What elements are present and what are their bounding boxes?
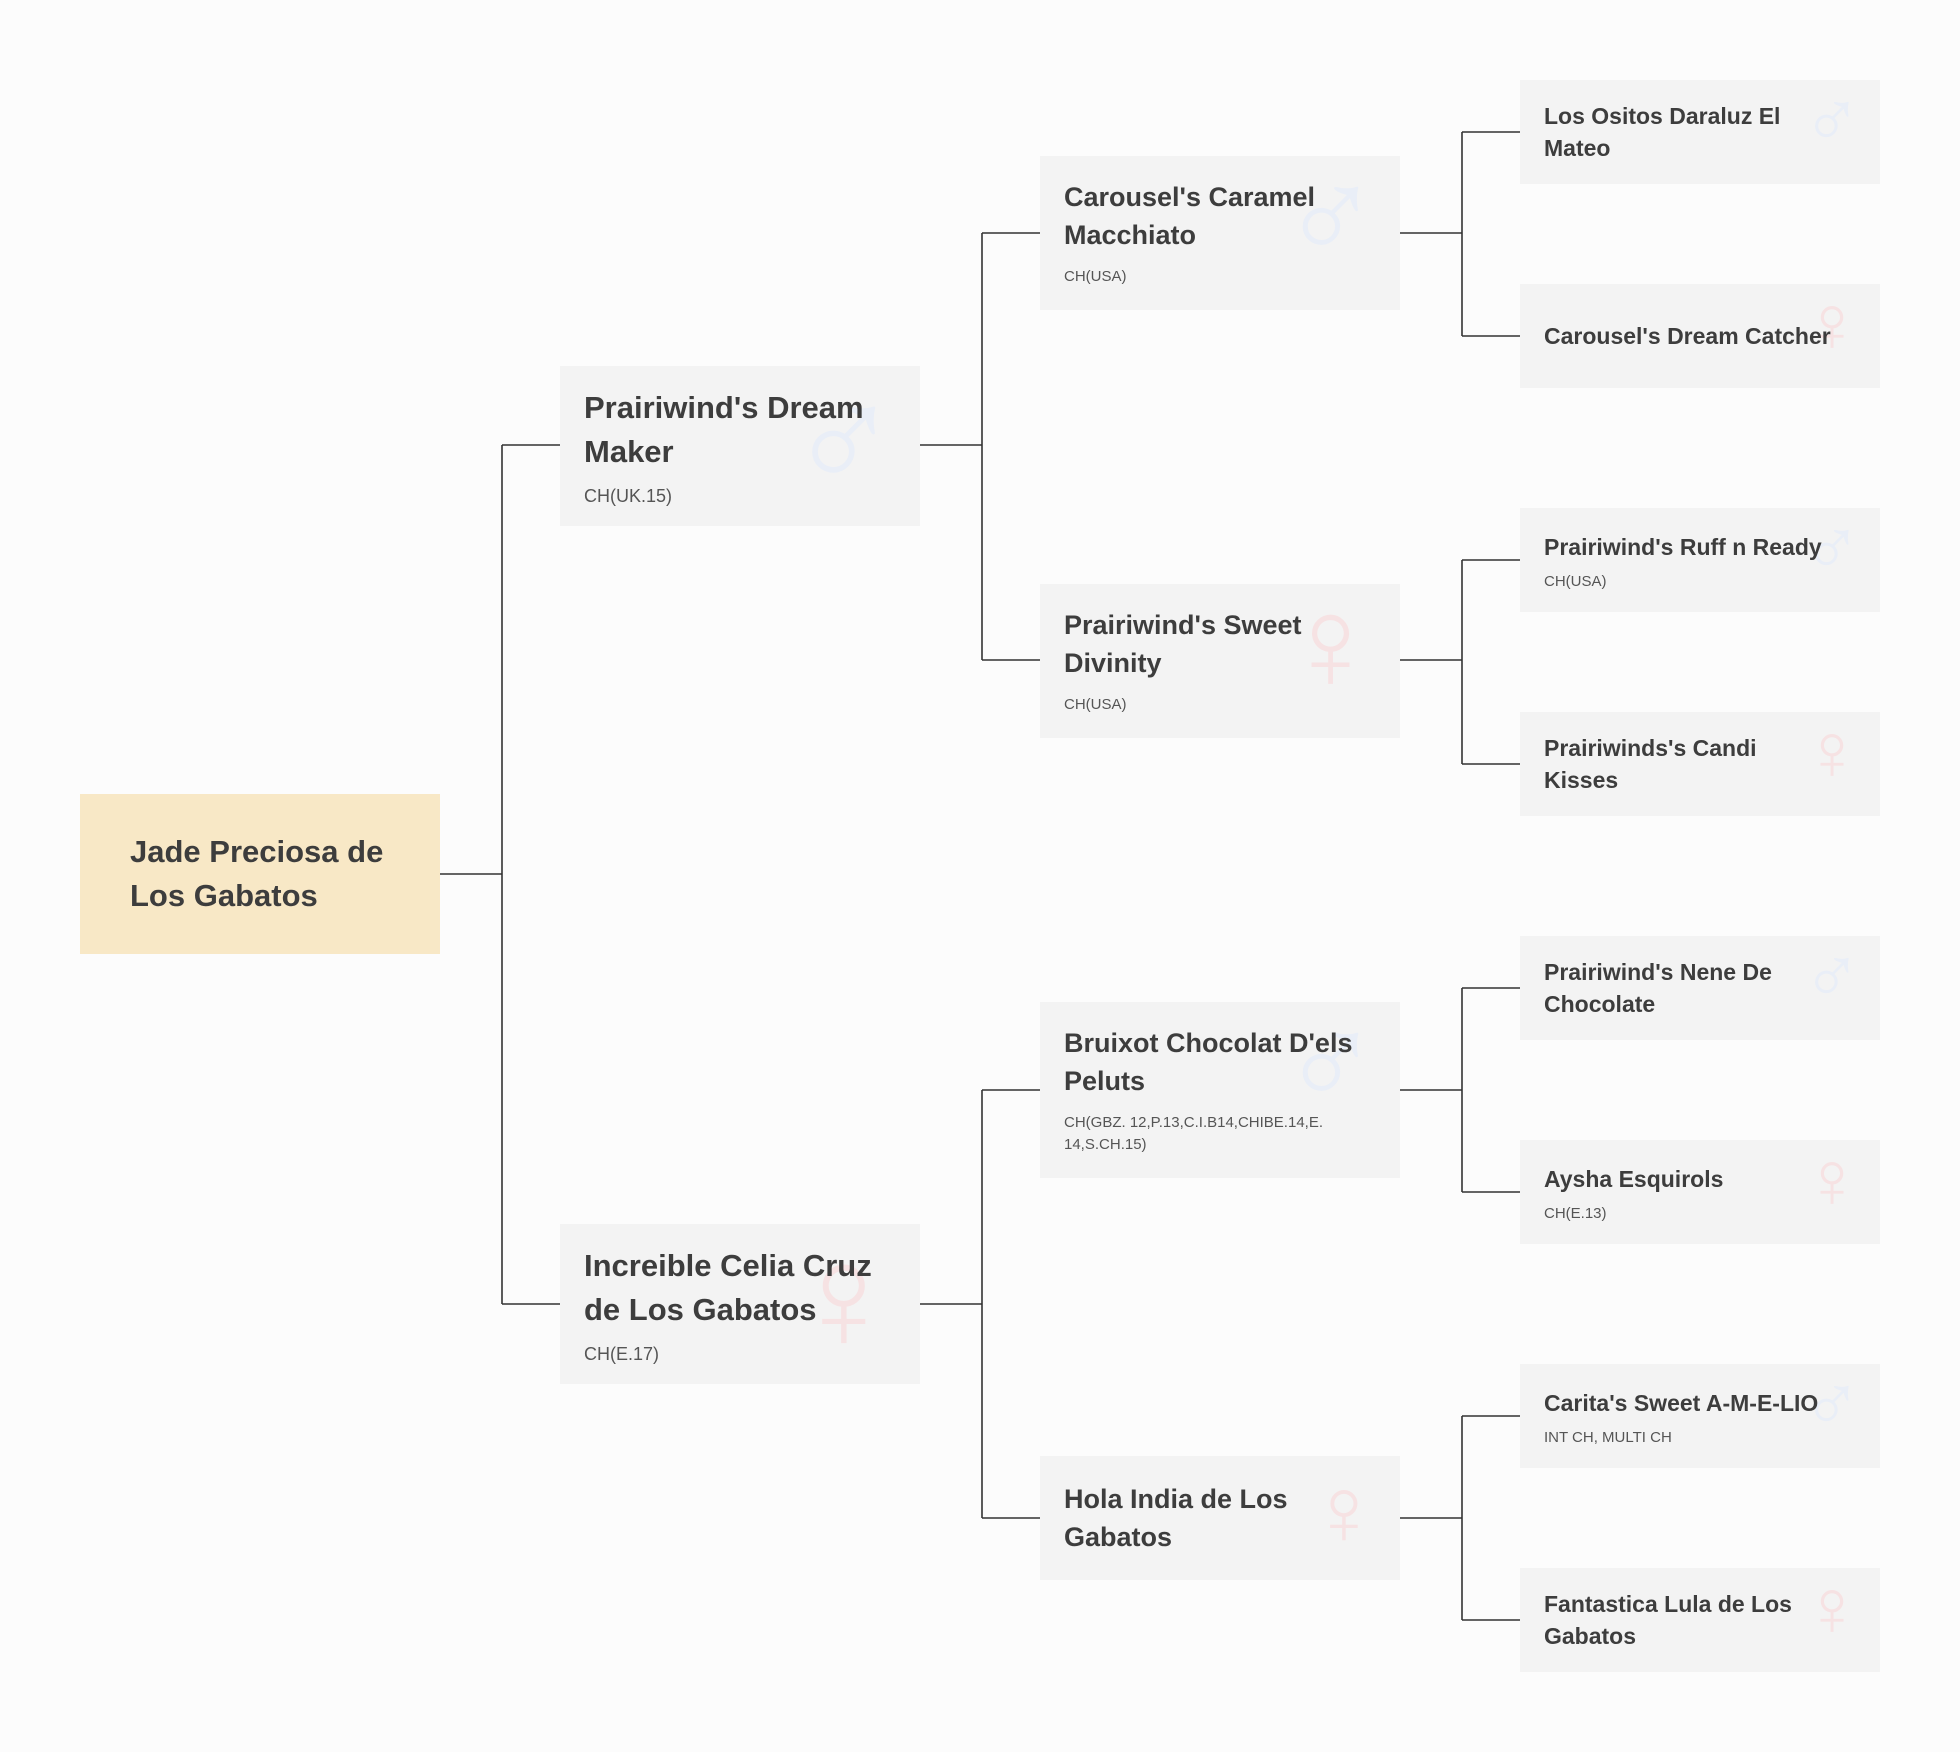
great-grandparent-name: Prairiwinds's Candi Kisses xyxy=(1544,735,1757,793)
male-symbol-icon: ♂ xyxy=(1802,936,1862,1020)
dam-title: CH(E.17) xyxy=(584,1343,660,1364)
great-grandparent-name: Carousel's Dream Catcher xyxy=(1544,323,1831,349)
female-symbol-icon: ♀ xyxy=(1802,284,1862,368)
male-symbol-icon: ♂ xyxy=(1802,508,1862,592)
male-symbol-icon: ♂ xyxy=(1281,156,1380,289)
dam-card: ♀ Increible Celia Cruz de Los Gabatos CH… xyxy=(560,1224,920,1384)
dam-name: Increible Celia Cruz de Los Gabatos xyxy=(584,1247,872,1327)
great-grandparent-card: ♀ Aysha Esquirols CH(E.13) xyxy=(1520,1140,1880,1244)
male-symbol-icon: ♂ xyxy=(1802,1364,1862,1448)
female-symbol-icon: ♀ xyxy=(1281,584,1380,717)
great-grandparent-card: ♂ Carita's Sweet A-M-E-LIO INT CH, MULTI… xyxy=(1520,1364,1880,1468)
great-grandparent-name: Prairiwind's Ruff n Ready xyxy=(1544,533,1822,560)
maternal-grandsire-card: ♂ Bruixot Chocolat D'els Peluts CH(GBZ. … xyxy=(1040,1002,1400,1178)
great-grandparent-card: ♀ Fantastica Lula de Los Gabatos xyxy=(1520,1568,1880,1672)
paternal-grandsire-name: Carousel's Caramel Macchiato xyxy=(1064,182,1316,250)
paternal-granddam-card: ♀ Prairiwind's Sweet Divinity CH(USA) xyxy=(1040,584,1400,738)
paternal-granddam-name: Prairiwind's Sweet Divinity xyxy=(1064,610,1302,678)
male-symbol-icon: ♂ xyxy=(1281,1002,1380,1135)
subject-name: Jade Preciosa de Los Gabatos xyxy=(130,834,384,913)
maternal-grandsire-name: Bruixot Chocolat D'els Peluts xyxy=(1064,1028,1353,1096)
male-symbol-icon: ♂ xyxy=(787,366,901,523)
great-grandparent-card: ♂ Prairiwind's Nene De Chocolate xyxy=(1520,936,1880,1040)
great-grandparent-name: Fantastica Lula de Los Gabatos xyxy=(1544,1591,1792,1649)
great-grandparent-title: CH(USA) xyxy=(1544,572,1607,590)
great-grandparent-card: ♂ Los Ositos Daraluz El Mateo xyxy=(1520,80,1880,184)
female-symbol-icon: ♀ xyxy=(787,1224,901,1381)
female-symbol-icon: ♀ xyxy=(1802,712,1862,796)
female-symbol-icon: ♀ xyxy=(1308,1458,1380,1565)
paternal-granddam-title: CH(USA) xyxy=(1064,696,1127,713)
maternal-granddam-name: Hola India de Los Gabatos xyxy=(1064,1484,1288,1552)
paternal-grandsire-card: ♂ Carousel's Caramel Macchiato CH(USA) xyxy=(1040,156,1400,310)
great-grandparent-name: Prairiwind's Nene De Chocolate xyxy=(1544,959,1772,1017)
female-symbol-icon: ♀ xyxy=(1802,1568,1862,1652)
pedigree-subject: Jade Preciosa de Los Gabatos xyxy=(80,794,440,954)
sire-name: Prairiwind's Dream Maker xyxy=(584,389,864,469)
great-grandparent-name: Carita's Sweet A-M-E-LIO xyxy=(1544,1389,1819,1416)
maternal-grandsire-title: CH(GBZ. 12,P.13,C.I.B14,CHIBE.14,E. 14,S… xyxy=(1064,1114,1323,1153)
great-grandparent-name: Los Ositos Daraluz El Mateo xyxy=(1544,103,1781,161)
female-symbol-icon: ♀ xyxy=(1802,1140,1862,1224)
maternal-granddam-card: ♀ Hola India de Los Gabatos xyxy=(1040,1456,1400,1580)
great-grandparent-card: ♀ Carousel's Dream Catcher xyxy=(1520,284,1880,388)
great-grandparent-title: CH(E.13) xyxy=(1544,1204,1607,1222)
sire-card: ♂ Prairiwind's Dream Maker CH(UK.15) xyxy=(560,366,920,526)
sire-title: CH(UK.15) xyxy=(584,485,673,506)
paternal-grandsire-title: CH(USA) xyxy=(1064,268,1127,285)
great-grandparent-name: Aysha Esquirols xyxy=(1544,1165,1724,1192)
great-grandparent-card: ♀ Prairiwinds's Candi Kisses xyxy=(1520,712,1880,816)
male-symbol-icon: ♂ xyxy=(1802,80,1862,164)
great-grandparent-card: ♂ Prairiwind's Ruff n Ready CH(USA) xyxy=(1520,508,1880,612)
great-grandparent-title: INT CH, MULTI CH xyxy=(1544,1428,1672,1446)
